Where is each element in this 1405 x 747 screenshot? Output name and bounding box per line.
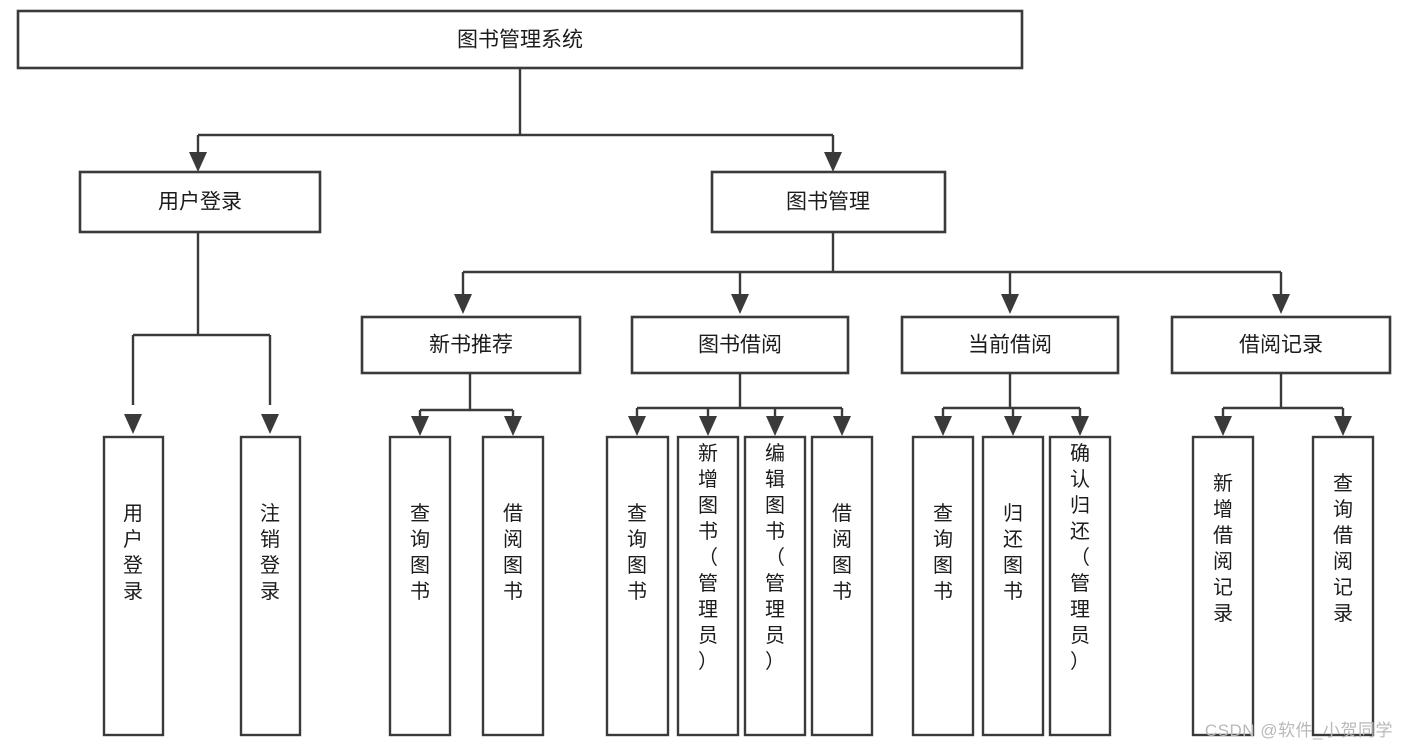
node-borrow-record-label: 借阅记录 xyxy=(1239,334,1323,357)
leaf-query-record-label: 查询借阅记录 xyxy=(1333,472,1353,625)
leaf-query-book-2-label: 查询图书 xyxy=(627,502,647,603)
leaf-user-login-box[interactable] xyxy=(102,435,165,737)
arrow-to-book-borrow xyxy=(731,294,749,314)
node-user-login-box[interactable] xyxy=(78,170,322,234)
arrow-to-leaf-edit-book xyxy=(766,416,784,436)
arrow-to-leaf-query-book-1 xyxy=(411,416,429,436)
leaf-edit-book-box[interactable] xyxy=(743,435,807,737)
node-book-manage-box[interactable] xyxy=(710,170,947,234)
leaf-user-logout-box[interactable] xyxy=(239,435,302,737)
node-borrow-record[interactable]: 借阅记录 xyxy=(1170,315,1392,375)
arrow-to-leaf-confirm-return xyxy=(1071,416,1089,436)
leaf-borrow-book-2-box[interactable] xyxy=(810,435,874,737)
leaf-query-book-1[interactable]: 查询图书 xyxy=(388,435,452,737)
node-book-manage[interactable]: 图书管理 xyxy=(710,170,947,234)
leaf-edit-book[interactable]: 编辑图书（管理员） xyxy=(743,435,807,737)
leaf-return-book-box[interactable] xyxy=(981,435,1045,737)
arrow-to-leaf-add-record xyxy=(1214,416,1232,436)
arrow-to-leaf-return-book xyxy=(1004,416,1022,436)
node-book-borrow-label: 图书借阅 xyxy=(698,334,782,357)
node-user-login[interactable]: 用户登录 xyxy=(78,170,322,234)
leaf-query-book-3[interactable]: 查询图书 xyxy=(911,435,975,737)
leaf-add-record-label: 新增借阅记录 xyxy=(1213,472,1233,625)
leaf-edit-book-label: 编辑图书（管理员） xyxy=(765,442,785,673)
leaf-borrow-book-1-box[interactable] xyxy=(481,435,545,737)
arrow-to-leaf-query-book-2 xyxy=(628,416,646,436)
leaf-return-book[interactable]: 归还图书 xyxy=(981,435,1045,737)
arrow-to-leaf-borrow-book-1 xyxy=(504,416,522,436)
leaf-query-book-2[interactable]: 查询图书 xyxy=(605,435,670,737)
leaf-borrow-book-1[interactable]: 借阅图书 xyxy=(481,435,545,737)
node-new-book-rec-label: 新书推荐 xyxy=(429,334,513,357)
node-new-book-rec[interactable]: 新书推荐 xyxy=(360,315,582,375)
arrow-to-new-book-rec xyxy=(454,294,472,314)
node-borrow-record-box[interactable] xyxy=(1170,315,1392,375)
node-new-book-rec-box[interactable] xyxy=(360,315,582,375)
node-book-borrow[interactable]: 图书借阅 xyxy=(630,315,850,375)
leaf-query-book-3-label: 查询图书 xyxy=(933,502,953,603)
leaf-user-login[interactable]: 用户登录 xyxy=(102,435,165,737)
leaf-add-book-label: 新增图书（管理员） xyxy=(698,442,718,673)
leaf-query-book-3-box[interactable] xyxy=(911,435,975,737)
arrow-to-current-borrow xyxy=(1001,294,1019,314)
arrow-to-leaf-query-record xyxy=(1334,416,1352,436)
node-root-box[interactable] xyxy=(16,9,1024,70)
leaf-user-login-label: 用户登录 xyxy=(123,503,143,603)
arrow-to-leaf-add-book xyxy=(699,416,717,436)
leaf-confirm-return-label: 确认归还（管理员） xyxy=(1070,442,1090,673)
leaf-borrow-book-2[interactable]: 借阅图书 xyxy=(810,435,874,737)
node-book-borrow-box[interactable] xyxy=(630,315,850,375)
arrow-to-leaf-user-login xyxy=(124,414,142,434)
arrow-to-book-manage xyxy=(824,152,842,172)
leaf-user-logout-label: 注销登录 xyxy=(260,502,280,603)
leaf-return-book-label: 归还图书 xyxy=(1003,502,1023,603)
node-root[interactable]: 图书管理系统 xyxy=(16,9,1024,70)
node-root-label: 图书管理系统 xyxy=(457,29,583,52)
leaf-confirm-return[interactable]: 确认归还（管理员） xyxy=(1048,435,1112,737)
leaf-confirm-return-box[interactable] xyxy=(1048,435,1112,737)
arrow-to-borrow-record xyxy=(1272,294,1290,314)
leaf-query-book-1-box[interactable] xyxy=(388,435,452,737)
connector-layer xyxy=(124,68,1352,436)
arrow-to-leaf-user-logout xyxy=(261,414,279,434)
leaf-borrow-book-2-label: 借阅图书 xyxy=(832,502,852,603)
leaf-add-record-box[interactable] xyxy=(1191,435,1255,737)
leaf-query-record[interactable]: 查询借阅记录 xyxy=(1311,435,1375,737)
arrow-to-leaf-borrow-book-2 xyxy=(833,416,851,436)
arrow-to-user-login xyxy=(189,152,207,172)
node-current-borrow-label: 当前借阅 xyxy=(968,334,1052,357)
node-current-borrow[interactable]: 当前借阅 xyxy=(900,315,1120,375)
leaf-add-record[interactable]: 新增借阅记录 xyxy=(1191,435,1255,737)
leaf-user-logout[interactable]: 注销登录 xyxy=(239,435,302,737)
arrow-to-leaf-query-book-3 xyxy=(934,416,952,436)
leaf-query-book-1-label: 查询图书 xyxy=(410,502,430,603)
node-current-borrow-box[interactable] xyxy=(900,315,1120,375)
leaf-query-book-2-box[interactable] xyxy=(605,435,670,737)
leaf-borrow-book-1-label: 借阅图书 xyxy=(503,502,523,603)
leaf-query-record-box[interactable] xyxy=(1311,435,1375,737)
node-book-manage-label: 图书管理 xyxy=(786,191,870,214)
node-user-login-label: 用户登录 xyxy=(158,191,242,214)
leaf-add-book-box[interactable] xyxy=(676,435,740,737)
leaf-add-book[interactable]: 新增图书（管理员） xyxy=(676,435,740,737)
